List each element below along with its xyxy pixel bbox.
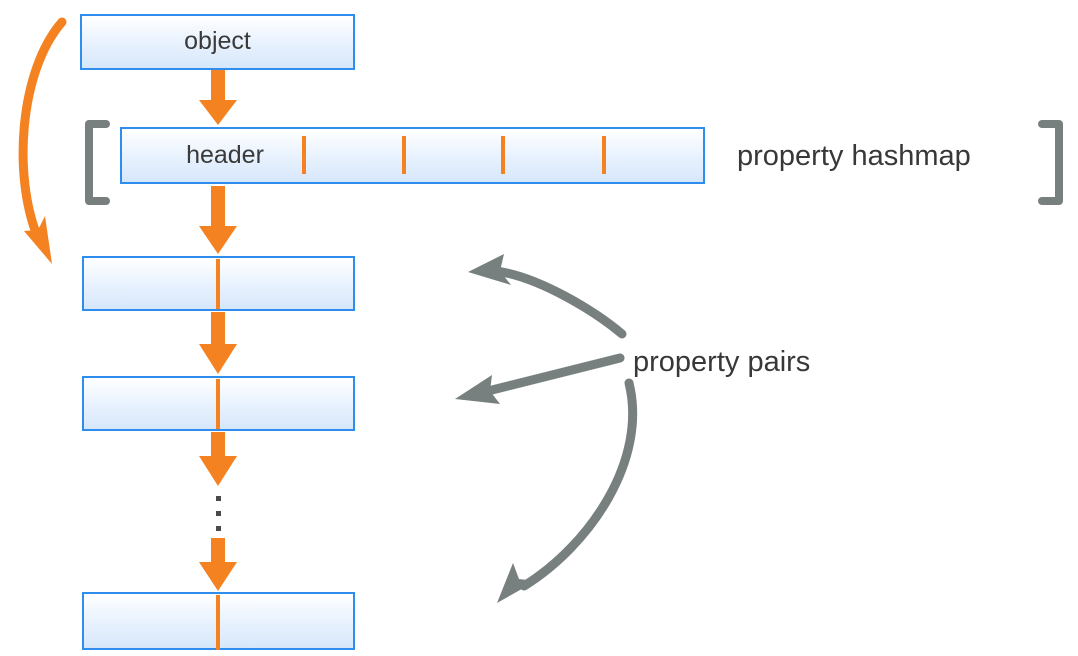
- ellipsis-dot-1: [216, 496, 221, 501]
- property-hashmap-caption: property hashmap: [737, 140, 971, 172]
- gray-arrow-to-pair1: [468, 254, 627, 339]
- orange-arrow-pair1-to-pair2: [199, 312, 237, 374]
- orange-wraparound-arrow: [18, 17, 67, 264]
- object-box-label: object: [184, 27, 251, 55]
- property-pair-divider-n: [216, 595, 220, 650]
- hashmap-slot-tick-1: [302, 136, 306, 174]
- header-box[interactable]: [120, 127, 705, 184]
- left-bracket: [85, 120, 110, 205]
- orange-arrow-pair2-to-ellipsis: [199, 432, 237, 486]
- right-bracket: [1038, 120, 1063, 205]
- property-pairs-caption: property pairs: [633, 346, 811, 378]
- hashmap-slot-tick-2: [402, 136, 406, 174]
- gray-arrow-to-pair2: [455, 353, 625, 404]
- orange-arrow-header-to-pair1: [199, 186, 237, 254]
- ellipsis-dot-3: [216, 526, 221, 531]
- object-box[interactable]: [80, 14, 355, 70]
- property-pair-divider-2: [216, 379, 220, 429]
- property-pair-divider-1: [216, 259, 220, 309]
- hashmap-slot-tick-4: [602, 136, 606, 174]
- orange-arrow-object-to-header: [199, 70, 237, 125]
- gray-arrow-to-pairn: [497, 378, 638, 603]
- orange-arrow-ellipsis-to-pairn: [199, 538, 237, 591]
- hashmap-slot-tick-3: [501, 136, 505, 174]
- header-box-label: header: [186, 141, 264, 169]
- ellipsis-dot-2: [216, 511, 221, 516]
